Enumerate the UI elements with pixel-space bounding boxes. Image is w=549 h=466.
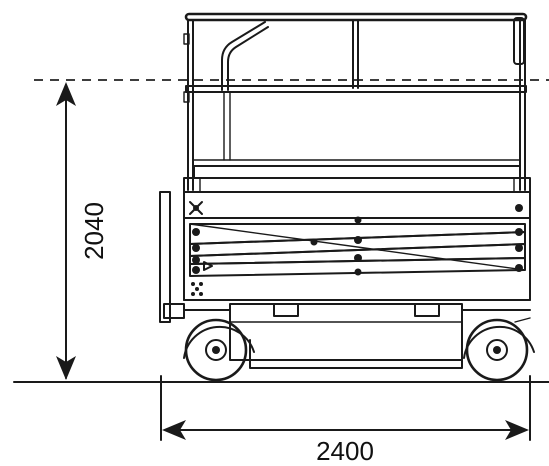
platform-deck [183,165,531,219]
length-dimension-label: 2400 [316,436,374,466]
arrowhead-down-icon [56,356,76,380]
scissor-stack [183,201,531,301]
cross-marker-icon [189,201,203,215]
rear-wheel [463,317,535,382]
arrowhead-left-icon [162,420,186,440]
height-dimension-label: 2040 [79,202,109,260]
chassis [159,191,531,369]
arrowhead-up-icon [56,82,76,106]
dot-cluster-icon [191,282,203,296]
length-dimension: 2400 [160,375,531,466]
arrowhead-right-icon [505,420,529,440]
scissor-pivot-pins [192,204,523,276]
guardrail [183,12,528,191]
diamond-marker-icon [203,261,213,271]
front-wheel [183,318,255,382]
height-dimension: 2040 [56,82,109,380]
